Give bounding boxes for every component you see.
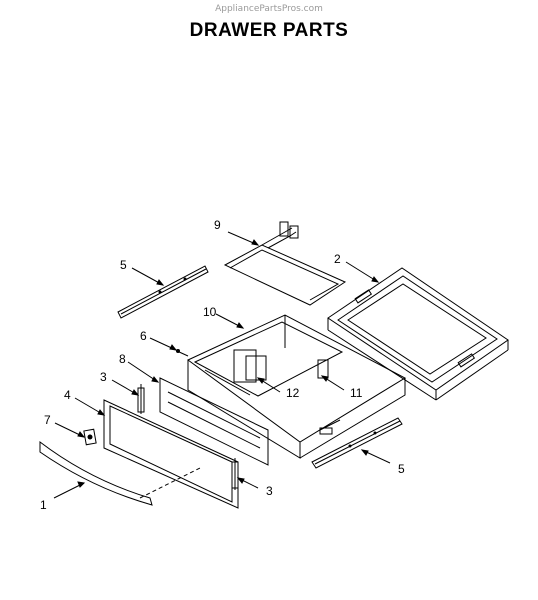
part-bracket-lower bbox=[231, 458, 239, 490]
callout-7: 7 bbox=[44, 413, 51, 427]
part-badge bbox=[83, 428, 97, 446]
part-heating-element bbox=[223, 221, 347, 306]
part-inner-panel bbox=[159, 377, 269, 466]
part-bracket-upper bbox=[137, 384, 145, 414]
diagram-title: DRAWER PARTS bbox=[189, 20, 349, 41]
callout-4: 4 bbox=[64, 388, 71, 402]
watermark: AppliancePartsPros.com bbox=[215, 4, 323, 14]
part-drawer-front bbox=[103, 399, 239, 509]
leader-lines bbox=[53, 231, 391, 499]
callout-1: 1 bbox=[40, 498, 47, 512]
callout-3-upper: 3 bbox=[100, 370, 107, 384]
callout-10: 10 bbox=[203, 305, 217, 319]
part-slide-rail-left bbox=[117, 265, 209, 319]
callout-5-upper: 5 bbox=[120, 258, 127, 272]
callout-5-lower: 5 bbox=[398, 462, 405, 476]
callout-11: 11 bbox=[350, 386, 363, 400]
part-drawer-body bbox=[187, 314, 407, 459]
part-slide-rail-right bbox=[311, 417, 403, 469]
callout-9: 9 bbox=[214, 218, 221, 232]
part-screw bbox=[176, 349, 189, 357]
callout-8: 8 bbox=[119, 352, 126, 366]
callout-12: 12 bbox=[286, 386, 300, 400]
callout-3-lower: 3 bbox=[266, 484, 273, 498]
part-drawer-liner bbox=[327, 267, 509, 401]
callout-6: 6 bbox=[140, 329, 147, 343]
part-handle bbox=[39, 440, 153, 506]
callout-2: 2 bbox=[334, 252, 341, 266]
